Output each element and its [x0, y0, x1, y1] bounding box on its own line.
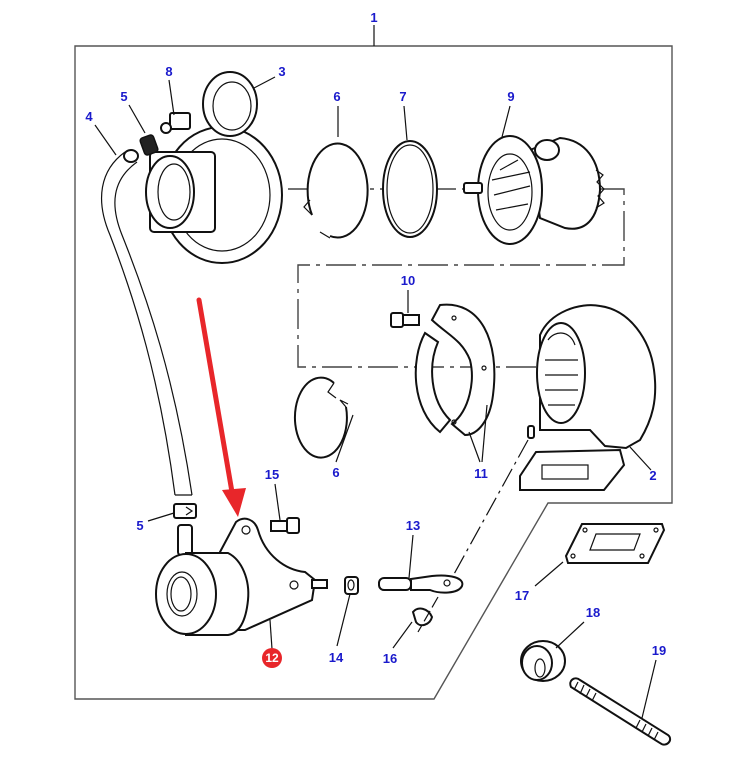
gasket[interactable] [564, 523, 666, 564]
leader-line-16 [392, 621, 413, 649]
turbine-housing[interactable] [519, 304, 657, 491]
callout-label-10: 10 [401, 273, 415, 288]
leader-line-2 [629, 446, 652, 471]
callout-label-7: 7 [399, 89, 406, 104]
callout-label-8: 8 [165, 64, 172, 79]
callout-label-5b: 5 [136, 518, 143, 533]
circlip-upper[interactable] [303, 142, 369, 239]
callout-label-19: 19 [652, 643, 666, 658]
bolt-15[interactable] [270, 517, 300, 534]
nut-14[interactable] [344, 576, 359, 595]
callout-label-11: 11 [474, 466, 488, 481]
callout-label-5a: 5 [120, 89, 127, 104]
actuator-rod[interactable] [378, 574, 464, 594]
callout-label-15: 15 [265, 467, 279, 482]
leader-line-6b [335, 414, 354, 463]
o-ring[interactable] [382, 140, 438, 238]
flange-nut[interactable] [520, 640, 566, 682]
actuator[interactable] [155, 517, 328, 636]
callout-label-16: 16 [383, 651, 397, 666]
callout-label-12: 12 [265, 651, 279, 665]
callout-label-18: 18 [586, 605, 600, 620]
highlighted-callout-12[interactable]: 12 [262, 648, 282, 668]
callout-label-13: 13 [406, 518, 420, 533]
callout-label-14: 14 [329, 650, 344, 665]
callout-label-4: 4 [85, 109, 93, 124]
leader-line-11a [468, 431, 481, 463]
callout-label-6a: 6 [333, 89, 340, 104]
hose-clip-lower[interactable] [173, 503, 197, 519]
callout-label-3: 3 [278, 64, 285, 79]
leader-line-4 [94, 124, 117, 156]
alignment-line-16 [417, 596, 439, 633]
leader-line-8 [168, 79, 175, 116]
clamp-plate[interactable] [414, 303, 496, 437]
callout-label-6b: 6 [332, 465, 339, 480]
leader-line-14 [336, 593, 351, 647]
leader-line-19 [641, 659, 657, 719]
alignment-line-lower [447, 439, 529, 586]
circlip-lower[interactable] [293, 376, 349, 459]
leader-line-13 [408, 534, 414, 579]
leader-line-18 [555, 621, 585, 649]
hose[interactable] [101, 149, 193, 496]
alignment-line-upper [288, 188, 628, 368]
callout-label-1: 1 [370, 10, 377, 25]
callout-label-9: 9 [507, 89, 514, 104]
leader-line-7 [403, 105, 408, 141]
stud[interactable] [569, 677, 672, 746]
elbow-connector[interactable] [160, 112, 191, 134]
core-assembly[interactable] [463, 135, 605, 245]
leader-line-5a [128, 104, 146, 134]
leader-line-5b [147, 512, 175, 522]
assembly-frame [74, 45, 673, 700]
callout-label-2: 2 [649, 468, 656, 483]
leader-line-12 [269, 619, 273, 650]
leader-line-11b [481, 404, 488, 463]
leader-line-15 [274, 483, 281, 521]
bolt-10[interactable] [390, 312, 420, 328]
leader-line-3 [253, 76, 276, 89]
leader-line-17 [534, 561, 564, 587]
leader-line-9 [501, 105, 511, 138]
callout-label-17: 17 [515, 588, 529, 603]
hose-clip-upper[interactable] [139, 134, 159, 156]
clip-16[interactable] [411, 607, 434, 627]
highlight-arrow [196, 297, 246, 517]
compressor-housing[interactable] [145, 71, 283, 264]
